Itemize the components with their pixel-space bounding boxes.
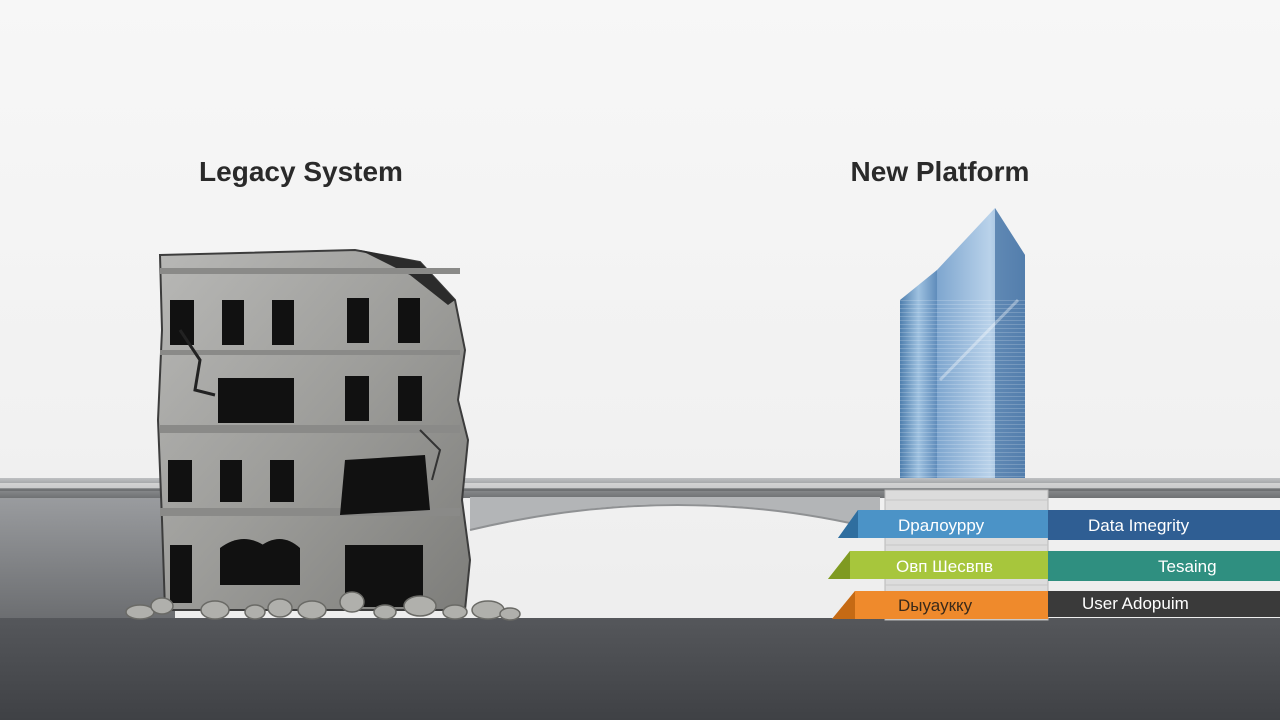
ribbon-right-2-label: Tesaing [1158, 557, 1217, 576]
ribbon-left-3-label: Dыуаукку [898, 596, 973, 615]
legacy-system-title: Legacy System [199, 156, 403, 187]
ribbon-left-2-label: Oвп Шесвпв [896, 557, 993, 576]
ruined-building-icon [125, 248, 521, 621]
ribbon-right-1: Data Imegrity [1048, 510, 1280, 540]
ribbon-left-1: Dралоурру [838, 510, 1048, 538]
ribbon-left-3: Dыуаукку [832, 591, 1055, 619]
ribbon-left-1-label: Dралоурру [898, 516, 985, 535]
new-platform-title: New Platform [850, 156, 1030, 187]
ribbon-left-2: Oвп Шесвпв [828, 551, 1052, 579]
ribbon-right-3: User Adopuim [1048, 591, 1280, 617]
ribbon-right-2: Tesaing [1048, 551, 1280, 581]
left-abutment [0, 497, 175, 618]
ribbon-right-1-label: Data Imegrity [1088, 516, 1190, 535]
ground [0, 618, 1280, 720]
glass-skyscraper-icon [900, 208, 1025, 478]
ribbon-right-3-label: User Adopuim [1082, 594, 1189, 613]
